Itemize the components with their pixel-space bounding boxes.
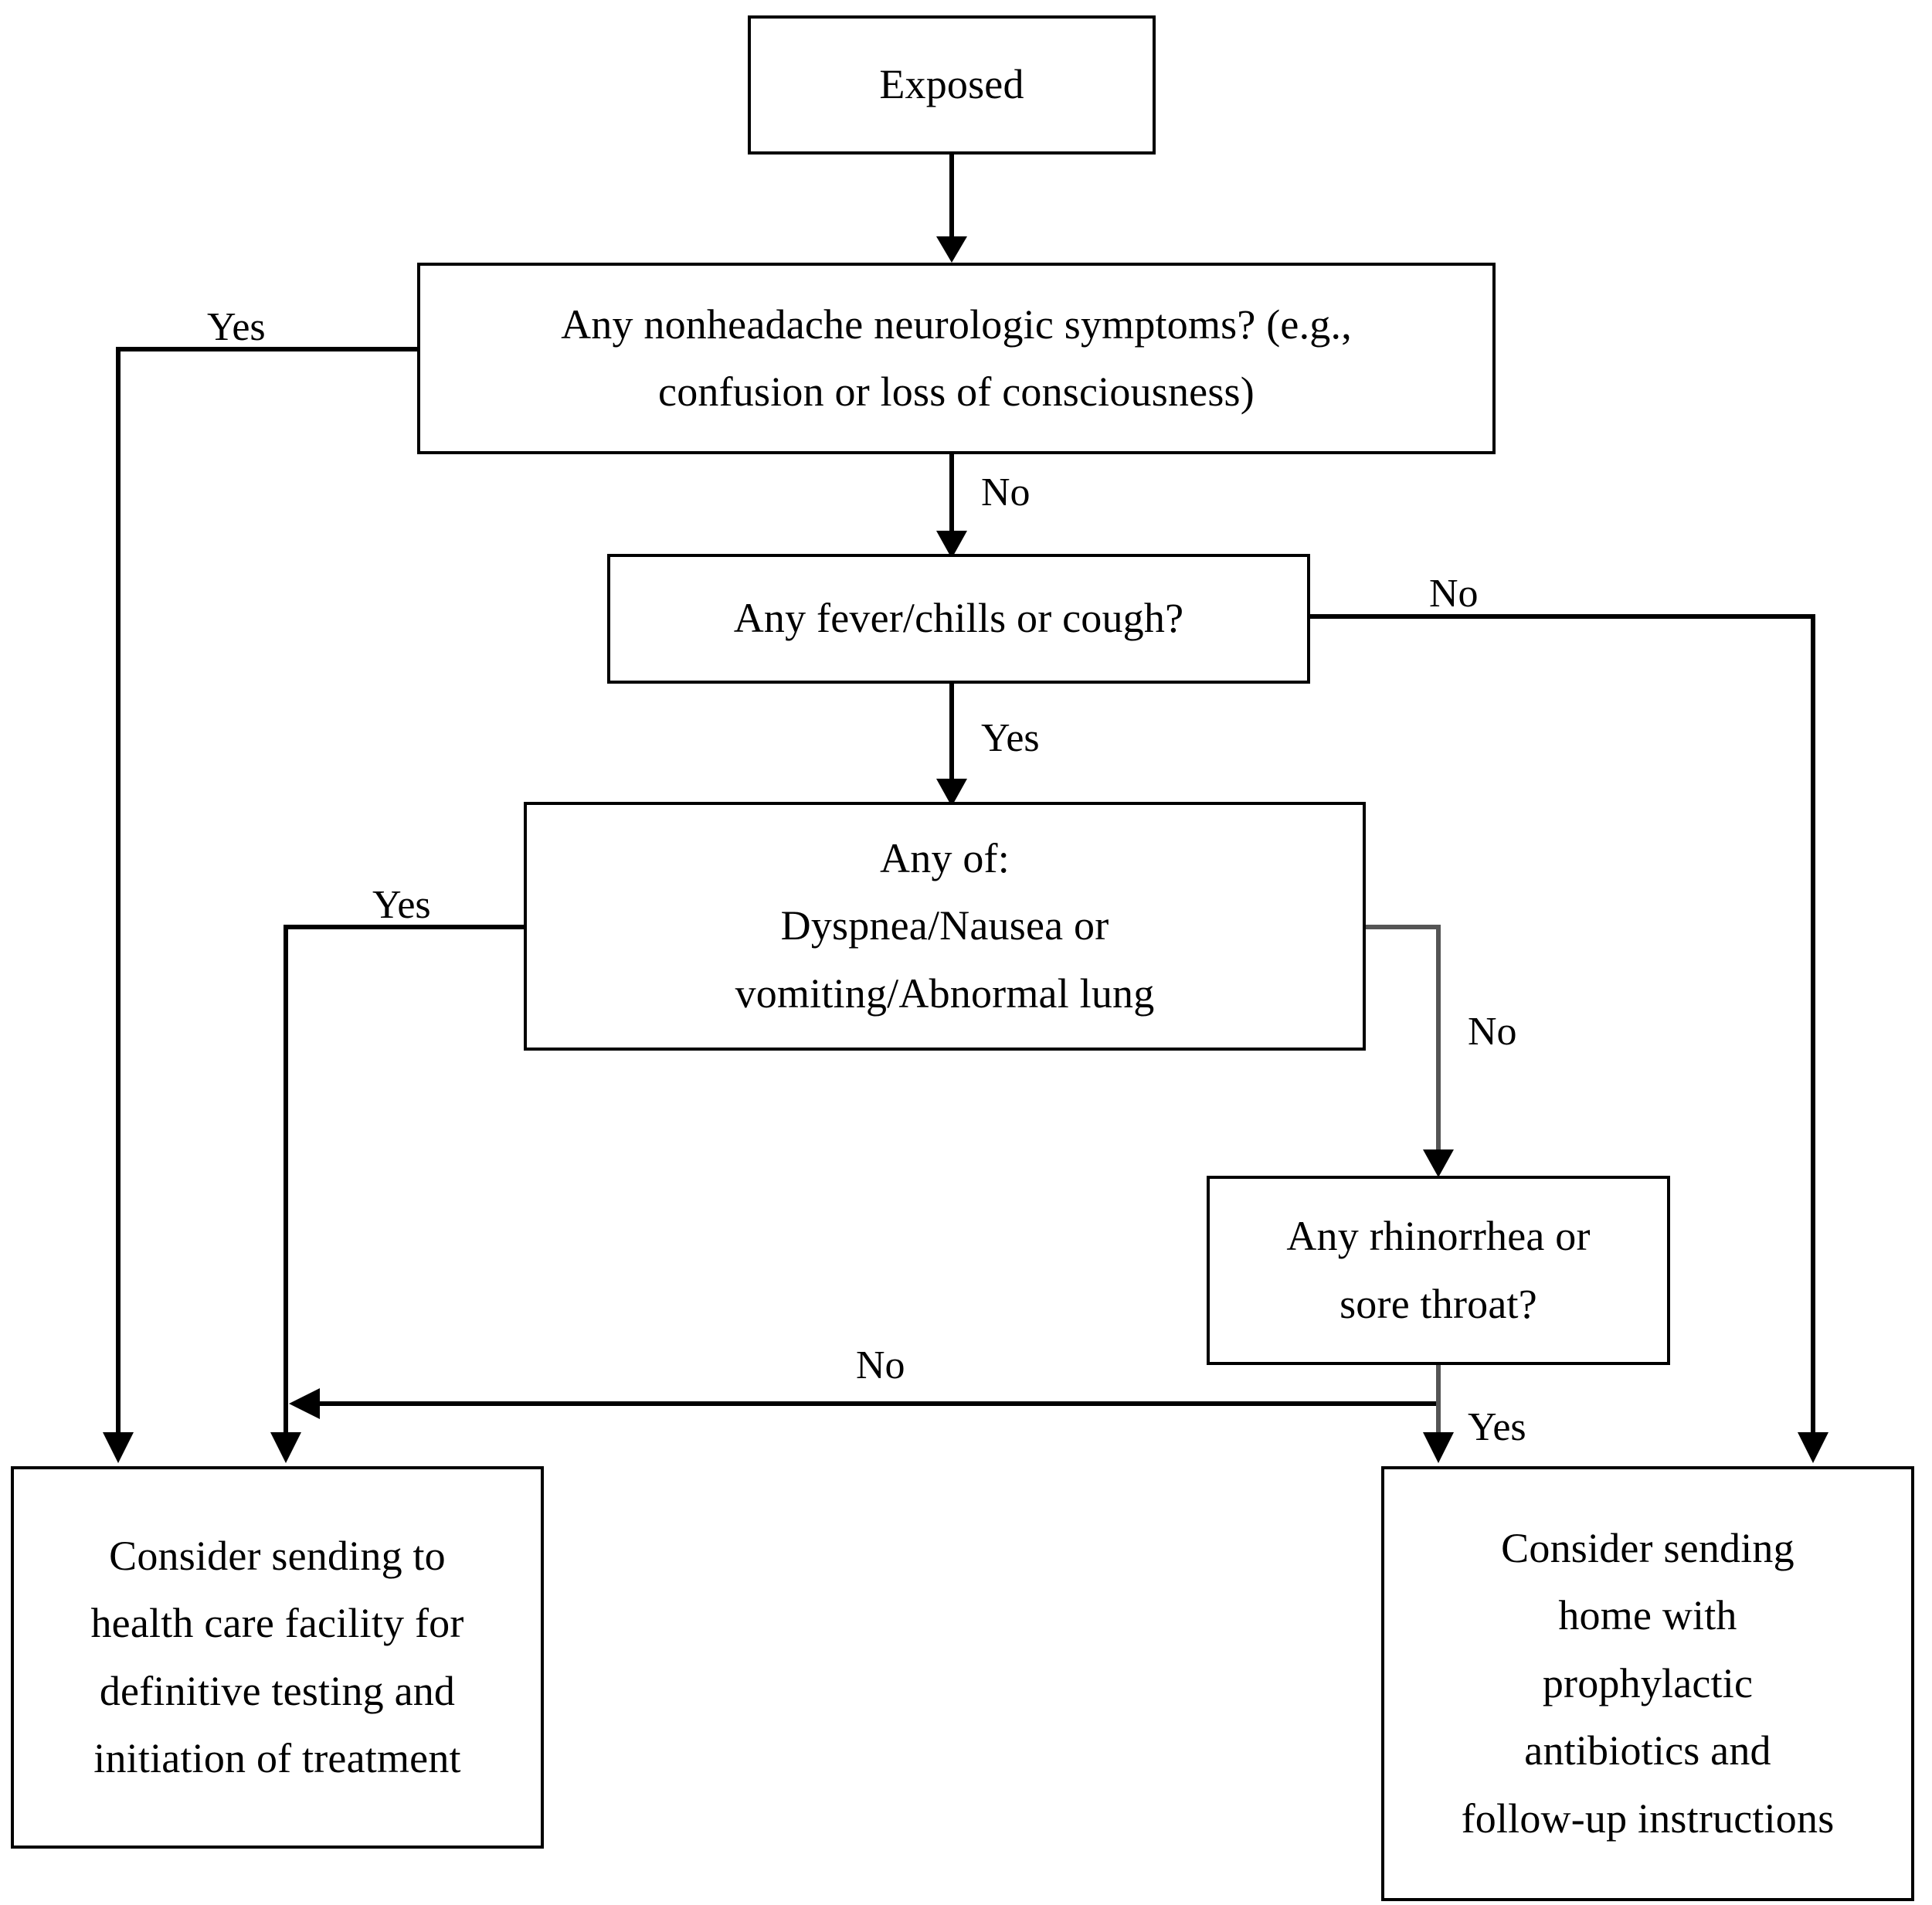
node-rhinorrhea-line-0: Any rhinorrhea or	[1286, 1213, 1591, 1260]
node-neurologic-symptoms-question[interactable]: Any nonheadache neurologic symptoms? (e.…	[417, 263, 1496, 454]
edge-label-severe-no: No	[1468, 1010, 1517, 1054]
node-home-line-2: prophylactic	[1542, 1659, 1754, 1706]
node-neuro-line-0: Any nonheadache neurologic symptoms? (e.…	[561, 301, 1352, 348]
edge-neuro-no-arrow	[936, 531, 967, 559]
node-facility-line-1: health care facility for	[90, 1600, 464, 1647]
edge-label-rhinorrhea-yes: Yes	[1468, 1405, 1526, 1449]
node-neuro-line-1: confusion or loss of consciousness)	[658, 368, 1255, 415]
edge-rhinorrhea-no-arrow	[289, 1388, 320, 1419]
node-rhinorrhea-line-1: sore throat?	[1339, 1280, 1537, 1327]
edge-severe-no-to-rhinorrhea	[1366, 925, 1441, 1170]
node-home-line-0: Consider sending	[1501, 1524, 1794, 1571]
node-fever-cough-question[interactable]: Any fever/chills or cough?	[607, 554, 1310, 684]
node-facility-line-0: Consider sending to	[109, 1532, 446, 1579]
node-severe-symptoms-question[interactable]: Any of: Dyspnea/Nausea or vomiting/Abnor…	[524, 802, 1366, 1051]
node-send-home-with-prophylaxis[interactable]: Consider sending home with prophylactic …	[1381, 1466, 1914, 1901]
edge-fever-no-to-home	[1310, 614, 1815, 1449]
node-fever-line-0: Any fever/chills or cough?	[733, 595, 1184, 642]
edge-rhinorrhea-yes-arrow	[1423, 1432, 1454, 1463]
edge-severe-yes-to-facility	[284, 925, 524, 1449]
edge-exposed-to-neuro-arrow	[936, 236, 967, 263]
edge-fever-yes-arrow	[936, 779, 967, 806]
node-home-line-3: antibiotics and	[1524, 1727, 1771, 1774]
node-facility-line-2: definitive testing and	[99, 1667, 456, 1714]
edge-label-severe-yes: Yes	[372, 883, 431, 927]
node-home-line-1: home with	[1558, 1592, 1737, 1639]
edge-fever-no-arrow	[1798, 1432, 1828, 1463]
edge-label-fever-yes: Yes	[981, 716, 1040, 760]
edge-severe-yes-arrow	[270, 1432, 301, 1463]
node-severe-line-0: Any of:	[880, 834, 1010, 881]
edge-label-fever-no: No	[1429, 572, 1479, 616]
node-send-to-health-care-facility[interactable]: Consider sending to health care facility…	[11, 1466, 544, 1849]
edge-label-rhinorrhea-no: No	[856, 1343, 905, 1387]
edge-neuro-yes-to-facility	[116, 347, 417, 1449]
edge-neuro-yes-arrow	[103, 1432, 134, 1463]
node-facility-line-3: initiation of treatment	[93, 1734, 461, 1781]
edge-label-neuro-no: No	[981, 470, 1031, 514]
node-exposed[interactable]: Exposed	[748, 15, 1156, 155]
node-exposed-line-0: Exposed	[879, 61, 1024, 108]
edge-severe-no-arrow	[1423, 1149, 1454, 1177]
node-rhinorrhea-question[interactable]: Any rhinorrhea or sore throat?	[1207, 1176, 1670, 1365]
edge-label-neuro-yes: Yes	[207, 305, 266, 349]
node-home-line-4: follow-up instructions	[1461, 1795, 1835, 1842]
node-severe-line-1: Dyspnea/Nausea or	[780, 902, 1109, 949]
node-severe-line-2: vomiting/Abnormal lung	[735, 969, 1155, 1017]
